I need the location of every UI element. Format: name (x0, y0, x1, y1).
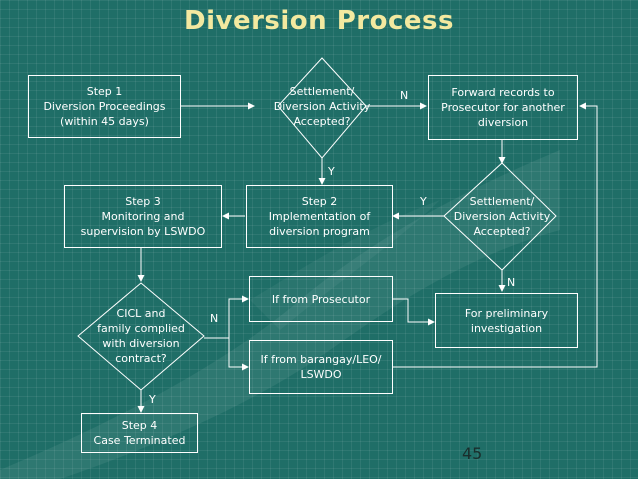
connector-branch-barangay (228, 338, 249, 371)
decision2-text: Settlement/ Diversion Activity Accepted? (453, 194, 551, 238)
step1-box: Step 1 Diversion Proceedings (within 45 … (28, 75, 181, 138)
forward-records-box: Forward records to Prosecutor for anothe… (428, 75, 578, 140)
decision2-no-label: N (507, 276, 516, 289)
decision1-yes-label: Y (328, 165, 335, 178)
step2-box: Step 2 Implementation of diversion progr… (246, 185, 393, 248)
decision3-no-label: N (210, 312, 219, 325)
decision1-no-label: N (400, 89, 409, 102)
preliminary-investigation-box: For preliminary investigation (435, 293, 578, 348)
connector-prosecutor-preliminary (393, 298, 435, 326)
if-from-barangay-box: If from barangay/LEO/ LSWDO (249, 340, 393, 394)
step3-box: Step 3 Monitoring and supervision by LSW… (64, 185, 222, 248)
step4-box: Step 4 Case Terminated (81, 413, 198, 453)
decision3-yes-label: Y (149, 393, 156, 406)
decision1-diamond (277, 57, 367, 159)
page-title: Diversion Process (184, 6, 454, 36)
decision2-diamond (443, 162, 557, 271)
decision1-text: Settlement/ Diversion Activity Accepted? (273, 84, 371, 128)
page-number: 45 (462, 444, 483, 463)
decision2-yes-label: Y (420, 195, 427, 208)
connector-barangay-forward (393, 102, 598, 368)
decision3-diamond (77, 282, 205, 391)
if-from-prosecutor-box: If from Prosecutor (249, 276, 393, 322)
decision3-text: CICL and family complied with diversion … (97, 307, 185, 365)
connector-branch-prosecutor (228, 295, 249, 338)
